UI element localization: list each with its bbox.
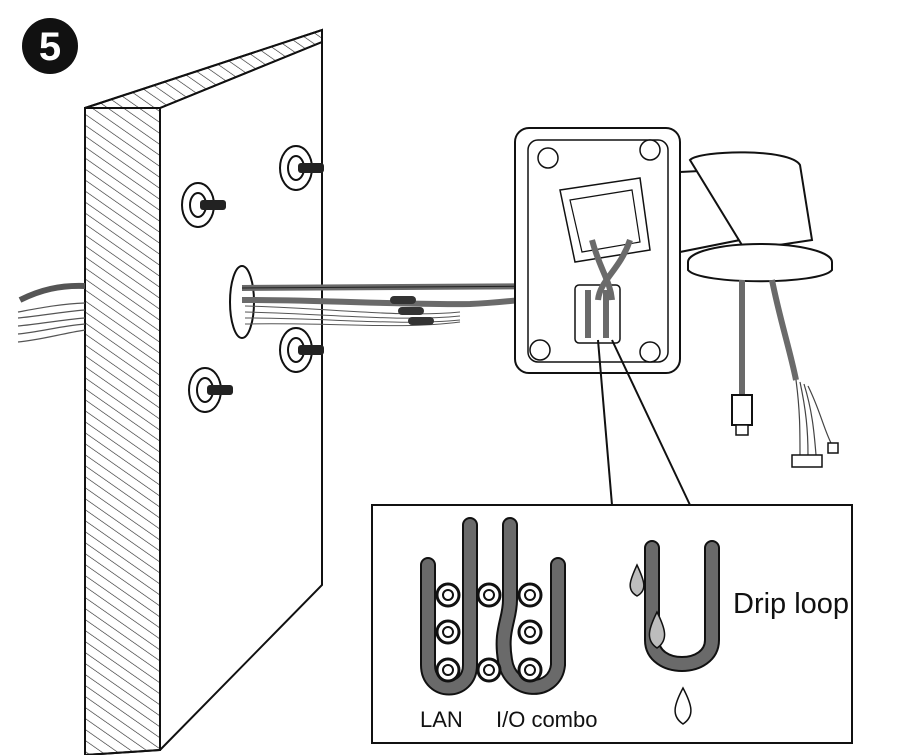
wall-screw-icon: [279, 145, 324, 191]
wall-screw-icon: [279, 327, 324, 373]
io-cable-loop: [495, 517, 566, 695]
step-number-badge: 5: [22, 18, 78, 74]
water-drop-icon: [629, 563, 645, 597]
bracket-hole-grid: [435, 582, 543, 683]
hanging-cables: [739, 279, 799, 395]
wall-screw-icon: [181, 182, 226, 228]
io-connector-icon: [791, 379, 839, 468]
water-drop-icon: [648, 610, 666, 649]
camera-arm: [679, 151, 833, 283]
mount-bracket: [514, 127, 681, 374]
step-number: 5: [39, 25, 61, 69]
lan-cable-loop: [420, 517, 478, 696]
lan-label: LAN: [420, 707, 463, 732]
io-combo-label: I/O combo: [496, 707, 597, 732]
wall-screw-icon: [188, 367, 233, 413]
lan-connector-icon: [731, 394, 753, 436]
water-drop-icon: [674, 686, 692, 725]
drip-loop-label: Drip loop: [733, 588, 849, 620]
callout-leader: [597, 339, 691, 506]
cable-bundle-left: [17, 282, 86, 343]
